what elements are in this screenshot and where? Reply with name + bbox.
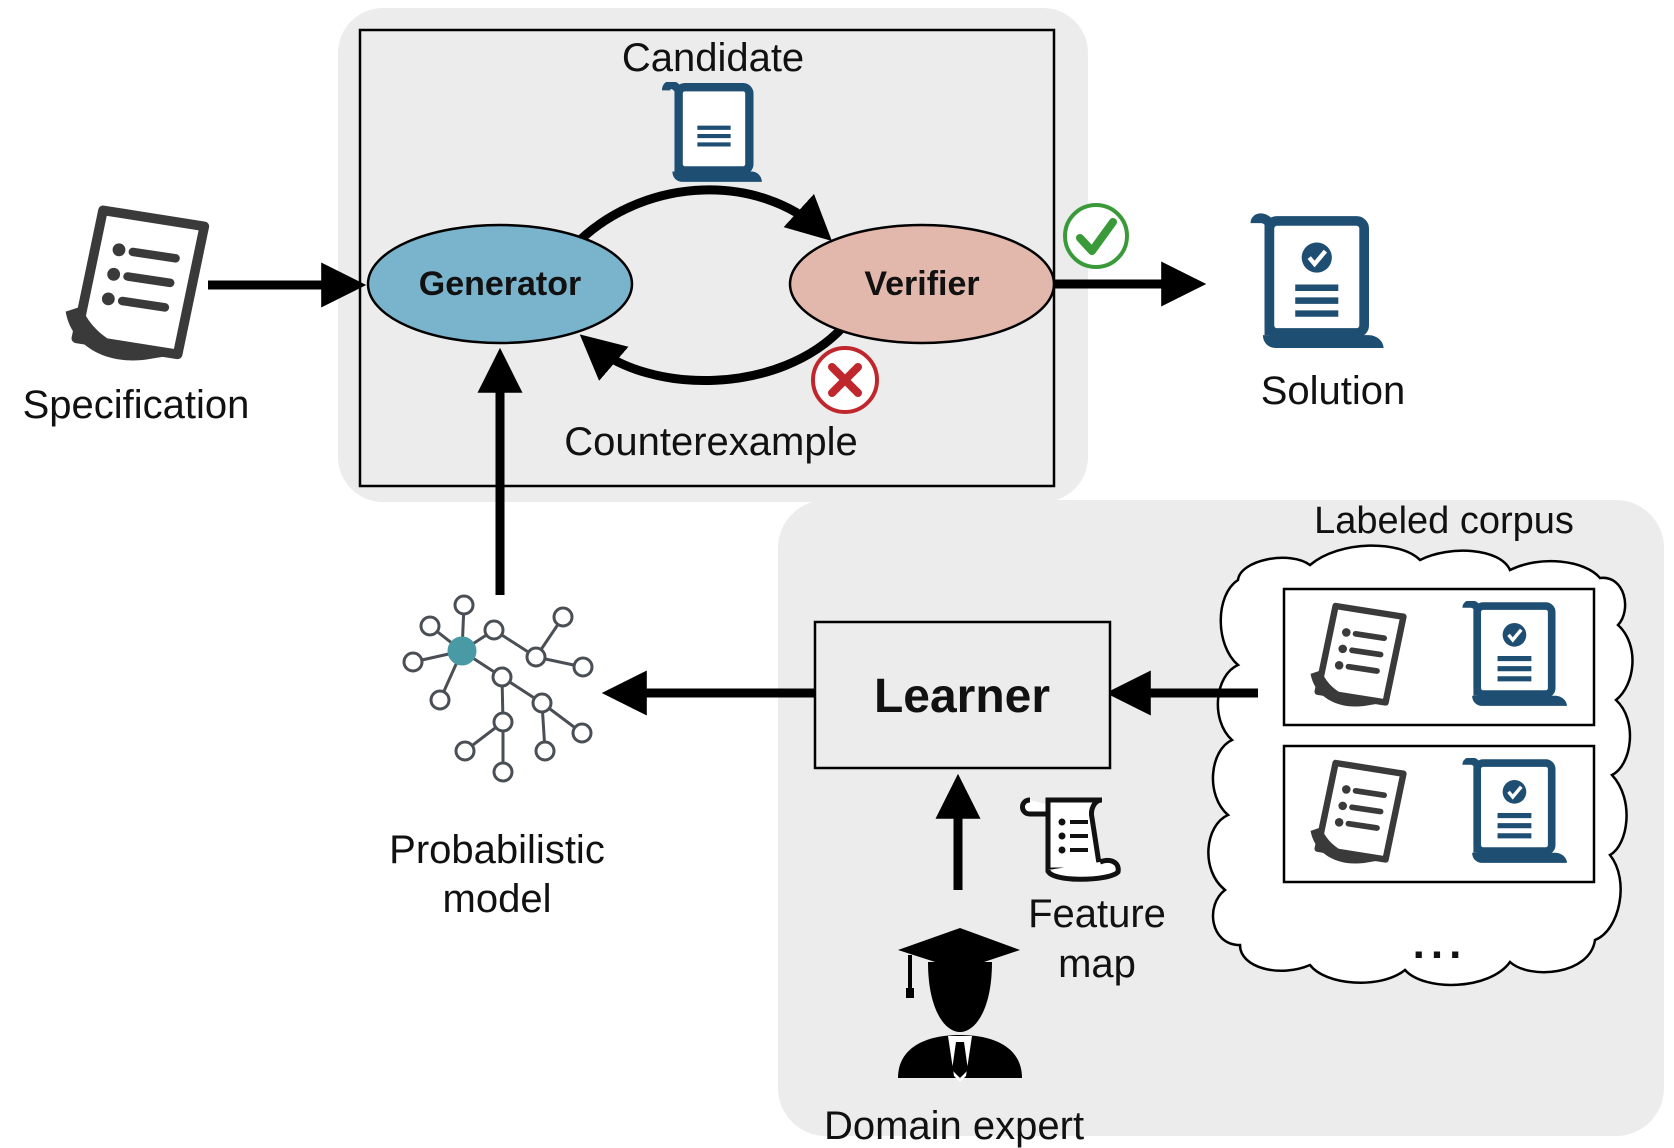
specification-label: Specification (22, 383, 250, 427)
generator-label: Generator (418, 265, 582, 303)
corpus-solution-icon-1 (1466, 604, 1567, 706)
candidate-document-icon (666, 85, 762, 182)
corpus-pair-2 (1282, 744, 1596, 884)
cross-icon (811, 346, 879, 414)
network-graph-icon (402, 594, 594, 783)
solution-label: Solution (1260, 369, 1406, 413)
corpus-ellipsis: ... (1412, 919, 1468, 968)
counterexample-label: Counterexample (564, 420, 858, 464)
probabilistic-model-label-line1: Probabilistic (389, 828, 605, 872)
corpus-solution-icon-2 (1466, 761, 1567, 863)
verifier-label: Verifier (864, 265, 980, 303)
labeled-corpus-label: Labeled corpus (1314, 500, 1574, 542)
solution-certificate-icon (1255, 218, 1383, 348)
learner-box (813, 620, 1112, 770)
graduate-icon (898, 928, 1022, 1082)
learner-label: Learner (873, 670, 1051, 723)
domain-expert-label: Domain expert (823, 1104, 1085, 1148)
synthesis-box (358, 28, 1056, 488)
candidate-label: Candidate (621, 36, 805, 80)
scroll-icon (1020, 797, 1121, 882)
specification-document-icon (66, 210, 205, 360)
counterexample-arrow (579, 323, 847, 385)
probabilistic-model-label-line2: model (442, 877, 552, 921)
generator-node (366, 223, 634, 345)
corpus-pair-1 (1282, 587, 1596, 727)
check-icon (1063, 203, 1129, 269)
synthesis-panel-background (338, 8, 1088, 502)
candidate-arrow (576, 185, 832, 244)
feature-map-label-line1: Feature (1028, 892, 1166, 936)
feature-map-label-line2: map (1058, 942, 1136, 986)
